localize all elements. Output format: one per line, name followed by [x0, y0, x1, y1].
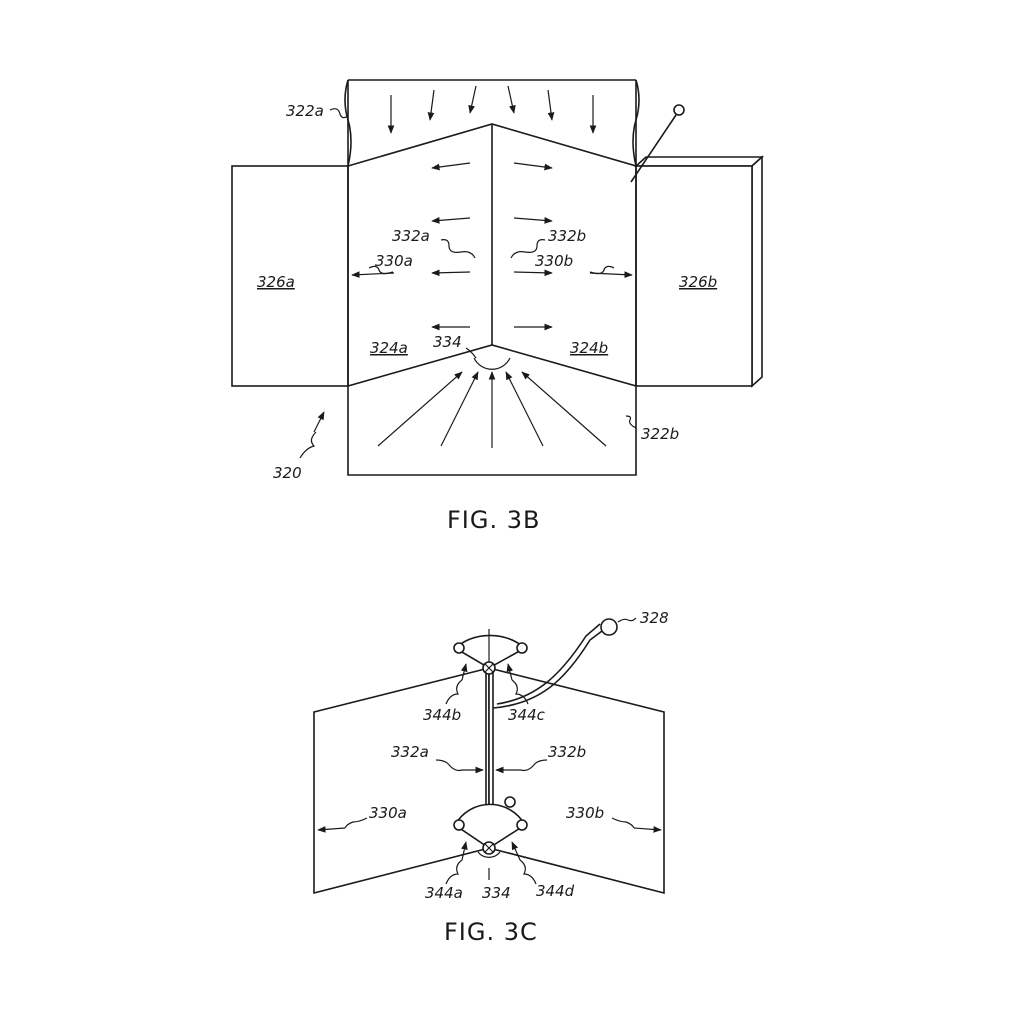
figure-3c: 328 344b 344c 332a 332b 330a 330b 344a 3…: [314, 609, 669, 946]
ref-332b: 332b: [548, 227, 586, 245]
ref-324a: 324a: [370, 339, 408, 357]
side-block-326b: [636, 157, 762, 386]
hinge-arc-334: [474, 358, 510, 369]
ref-344a: 344a: [425, 884, 463, 902]
ref-320: 320: [273, 464, 302, 482]
ref-344d: 344d: [536, 882, 575, 900]
ref-322b: 322b: [641, 425, 679, 443]
ref-326a: 326a: [257, 273, 295, 291]
ref-334: 334: [433, 333, 462, 351]
ref-330a: 330a: [369, 804, 407, 822]
ref-332b: 332b: [548, 743, 586, 761]
ref-328: 328: [640, 609, 669, 627]
ref-330b: 330b: [566, 804, 604, 822]
ref-344b: 344b: [423, 706, 461, 724]
figure-caption: FIG. 3C: [444, 918, 538, 946]
ref-324b: 324b: [570, 339, 608, 357]
ref-344c: 344c: [508, 706, 546, 724]
ref-326b: 326b: [679, 273, 717, 291]
lower-fan-arrows: [378, 372, 606, 448]
right-wing-panel: [489, 668, 664, 893]
figure-3b: 322a 322b 326a 326b 324a 324b 332a 332b …: [232, 80, 762, 534]
ref-330a: 330a: [375, 252, 413, 270]
ref-330b: 330b: [535, 252, 573, 270]
ref-332a: 332a: [392, 227, 430, 245]
ref-322a: 322a: [286, 102, 324, 120]
ref-334: 334: [482, 884, 511, 902]
ref-332a: 332a: [391, 743, 429, 761]
leader-lines: [300, 109, 636, 458]
figure-caption: FIG. 3B: [447, 506, 540, 534]
